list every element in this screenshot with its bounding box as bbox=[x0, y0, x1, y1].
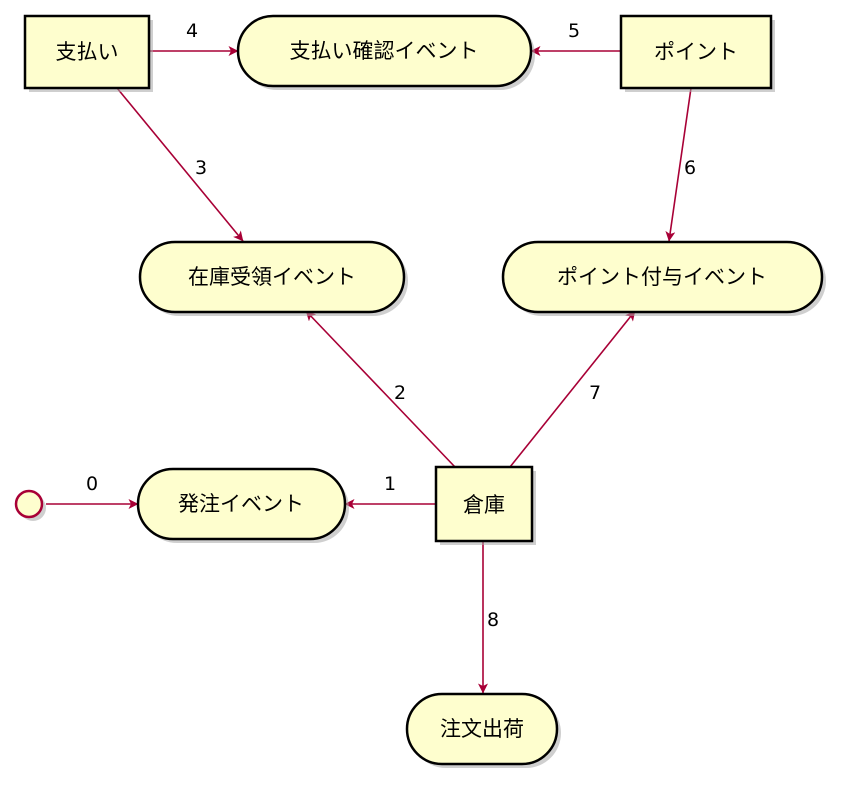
edges bbox=[46, 46, 692, 694]
node-hacchu: 発注イベント bbox=[136, 467, 349, 543]
node-point: ポイント bbox=[619, 14, 775, 92]
edge-label-8: 8 bbox=[487, 609, 499, 631]
start-node bbox=[14, 489, 46, 521]
edge-souko-to-fuyo bbox=[509, 310, 636, 468]
node-shiharai-kakunin-label: 支払い確認イベント bbox=[290, 39, 479, 63]
node-point-label: ポイント bbox=[654, 40, 738, 64]
edge-label-4: 4 bbox=[186, 20, 198, 42]
edge-label-0: 0 bbox=[86, 473, 98, 495]
edge-souko-to-zaiko-juryo bbox=[305, 310, 456, 468]
node-zaiko-juryo: 在庫受領イベント bbox=[138, 240, 408, 316]
edge-label-2: 2 bbox=[394, 382, 406, 404]
edge-label-6: 6 bbox=[684, 157, 696, 179]
edge-label-7: 7 bbox=[589, 382, 601, 404]
edge-shiharai-to-zaiko-juryo bbox=[116, 87, 244, 242]
edge-labels: 0 1 2 3 4 5 6 7 8 bbox=[86, 20, 696, 631]
edge-label-3: 3 bbox=[195, 157, 207, 179]
node-souko: 倉庫 bbox=[434, 465, 536, 545]
node-point-fuyo-label: ポイント付与イベント bbox=[557, 265, 767, 289]
node-point-fuyo: ポイント付与イベント bbox=[501, 240, 826, 316]
node-souko-label: 倉庫 bbox=[463, 493, 505, 517]
node-shiharai-kakunin: 支払い確認イベント bbox=[236, 14, 535, 90]
edge-label-5: 5 bbox=[568, 20, 580, 42]
node-chumon-shukka: 注文出荷 bbox=[405, 692, 561, 768]
node-shiharai: 支払い bbox=[23, 14, 153, 92]
node-shiharai-label: 支払い bbox=[56, 40, 119, 64]
edge-label-1: 1 bbox=[384, 473, 396, 495]
node-chumon-shukka-label: 注文出荷 bbox=[440, 717, 524, 741]
node-hacchu-label: 発注イベント bbox=[178, 492, 304, 516]
edge-point-to-fuyo bbox=[665, 87, 692, 242]
node-zaiko-juryo-label: 在庫受領イベント bbox=[188, 265, 356, 289]
